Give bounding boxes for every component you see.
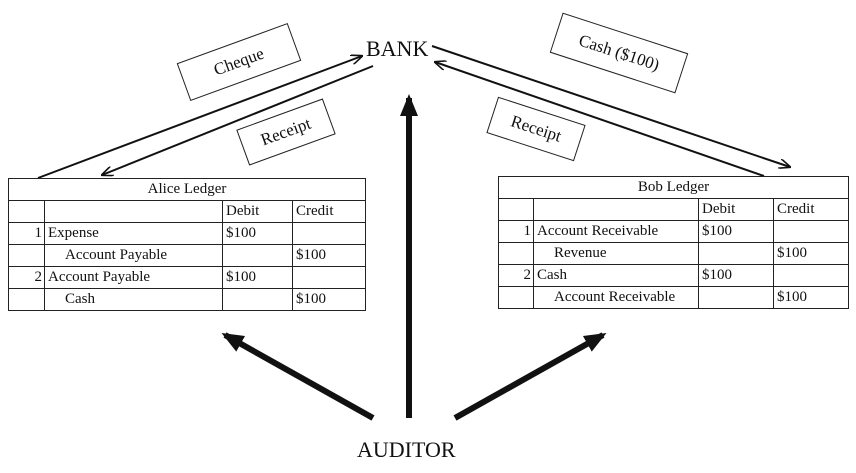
credit-value: [772, 264, 850, 287]
credit-value: [772, 220, 850, 243]
table-row: Revenue $100: [498, 242, 850, 265]
entry-number: 2: [498, 264, 534, 287]
bob-ledger: Bob Ledger Debit Credit 1 Account Receiv…: [497, 176, 850, 309]
entry-number: 2: [8, 266, 45, 289]
table-row: 1 Expense $100: [8, 222, 367, 245]
cash-arrow: [431, 45, 790, 167]
ledger-title-row: Alice Ledger: [7, 178, 367, 201]
table-row: Account Receivable $100: [498, 286, 850, 309]
entry-number: [498, 242, 534, 265]
credit-value: $100: [291, 288, 367, 311]
debit-value: [698, 286, 774, 309]
debit-value: [698, 242, 774, 265]
header-cell: [498, 198, 534, 221]
debit-header: Debit: [222, 200, 293, 223]
entry-number: [8, 288, 45, 311]
auditor-to-alice-arrow: [221, 332, 375, 421]
table-row: Cash $100: [8, 288, 367, 311]
entry-number: 1: [498, 220, 534, 243]
account-name: Revenue: [533, 242, 699, 265]
header-cell: [44, 200, 223, 223]
debit-value: $100: [222, 222, 293, 245]
cheque-arrow: [37, 56, 362, 179]
header-cell: [533, 198, 699, 221]
account-name: Expense: [44, 222, 223, 245]
entry-number: [8, 244, 45, 267]
header-cell: [8, 200, 45, 223]
debit-header: Debit: [698, 198, 774, 221]
account-name: Cash: [533, 264, 699, 287]
alice-ledger: Alice Ledger Debit Credit 1 Expense $100…: [7, 178, 367, 311]
bank-label: BANK: [366, 36, 429, 61]
ledger-title: Bob Ledger: [497, 176, 850, 199]
ledger-title: Alice Ledger: [7, 178, 367, 201]
ledger-title-row: Bob Ledger: [497, 176, 850, 199]
account-name: Cash: [44, 288, 223, 311]
receipt-arrow-right: [435, 62, 765, 177]
account-name: Account Receivable: [533, 286, 699, 309]
debit-value: $100: [698, 264, 774, 287]
credit-value: $100: [772, 286, 850, 309]
credit-value: $100: [772, 242, 850, 265]
table-row: 2 Cash $100: [498, 264, 850, 287]
debit-value: $100: [222, 266, 293, 289]
account-name: Account Receivable: [533, 220, 699, 243]
table-row: 1 Account Receivable $100: [498, 220, 850, 243]
entry-number: [498, 286, 534, 309]
debit-value: $100: [698, 220, 774, 243]
credit-header: Credit: [291, 200, 367, 223]
debit-value: [222, 244, 293, 267]
table-row: Account Payable $100: [8, 244, 367, 267]
credit-value: [291, 222, 367, 245]
ledger-header-row: Debit Credit: [498, 198, 850, 221]
debit-value: [222, 288, 293, 311]
credit-header: Credit: [772, 198, 850, 221]
account-name: Account Payable: [44, 266, 223, 289]
ledger-header-row: Debit Credit: [8, 200, 367, 223]
receipt-arrow-left: [102, 65, 374, 175]
entry-number: 1: [8, 222, 45, 245]
account-name: Account Payable: [44, 244, 223, 267]
credit-value: $100: [291, 244, 367, 267]
table-row: 2 Account Payable $100: [8, 266, 367, 289]
auditor-label: AUDITOR: [357, 437, 456, 462]
credit-value: [291, 266, 367, 289]
auditor-to-bob-arrow: [453, 332, 607, 421]
